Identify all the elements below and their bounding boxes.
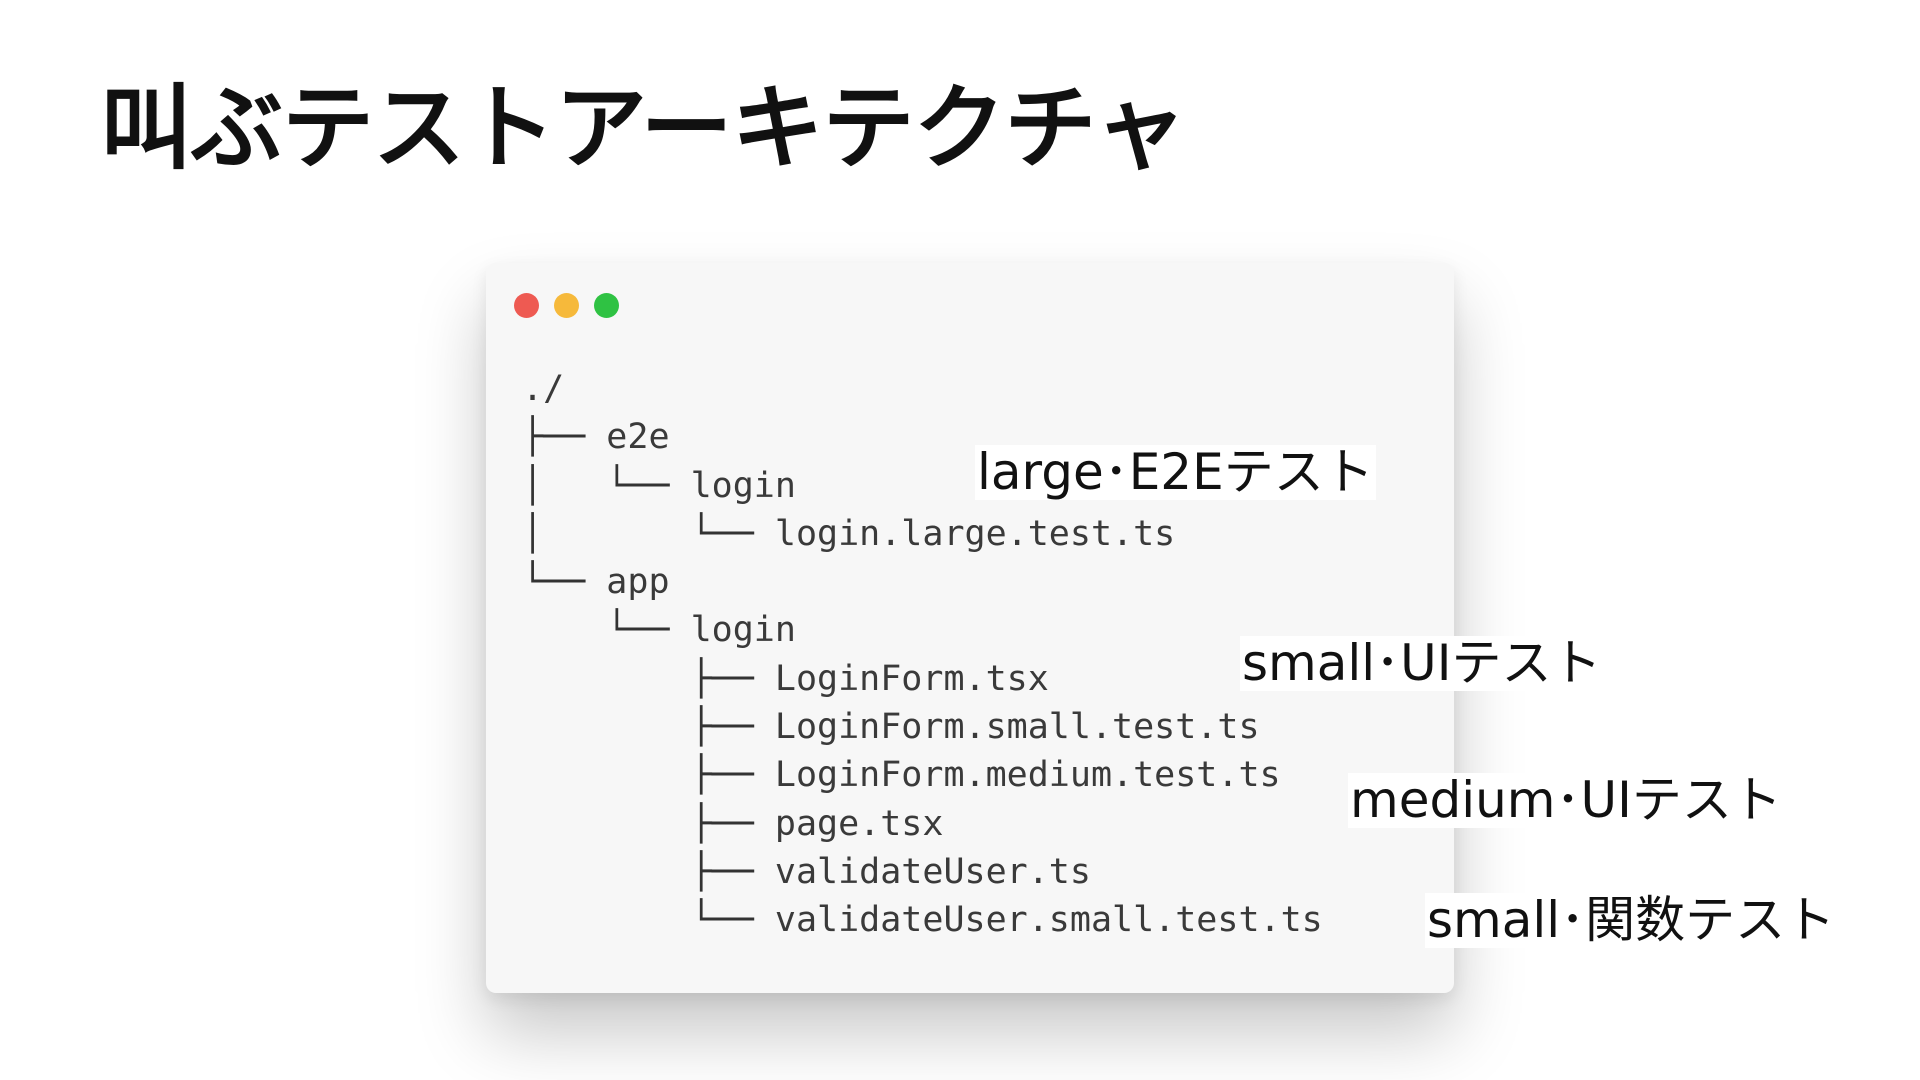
tree-line-app-login: └── login xyxy=(522,606,1323,654)
tree-branch: │ └── xyxy=(522,513,775,554)
tree-line-e2e-login: │ └── login xyxy=(522,462,1323,510)
tree-line-loginform: ├── LoginForm.tsx xyxy=(522,655,1323,703)
tree-item-e2e-folder: e2e xyxy=(606,417,670,458)
tree-branch: └── xyxy=(522,610,691,651)
tree-item-loginform-small-test-file: LoginForm.small.test.ts xyxy=(774,707,1260,748)
tree-item-loginform-medium-test-file: LoginForm.medium.test.ts xyxy=(774,755,1281,796)
tree-item-login-large-test-file: login.large.test.ts xyxy=(774,513,1176,554)
terminal-window: ./ ├── e2e │ └── login │ └── login.large… xyxy=(486,263,1454,993)
label-small-function-test: small･関数テスト xyxy=(1425,891,1838,949)
tree-line-loginform-small-test: ├── LoginForm.small.test.ts xyxy=(522,703,1323,751)
tree-item-validateuser-file: validateUser.ts xyxy=(774,851,1091,892)
file-tree: ./ ├── e2e │ └── login │ └── login.large… xyxy=(522,365,1323,945)
tree-item-validateuser-small-test-file: validateUser.small.test.ts xyxy=(774,900,1323,941)
tree-line-validateuser: ├── validateUser.ts xyxy=(522,848,1323,896)
slide-title: 叫ぶテストアーキテクチャ xyxy=(100,75,1187,182)
tree-branch: └── xyxy=(522,900,775,941)
tree-branch: ├── xyxy=(522,658,775,699)
label-small-ui-test: small･UIテスト xyxy=(1240,634,1604,692)
window-controls xyxy=(514,293,619,318)
tree-branch: └── xyxy=(522,562,607,603)
tree-line-root: ./ xyxy=(522,365,1323,413)
tree-branch: ├── xyxy=(522,851,775,892)
tree-item-loginform-file: LoginForm.tsx xyxy=(774,658,1049,699)
tree-branch: ├── xyxy=(522,417,607,458)
tree-line-login-large-test: │ └── login.large.test.ts xyxy=(522,510,1323,558)
maximize-button[interactable] xyxy=(594,293,619,318)
tree-branch: ├── xyxy=(522,755,775,796)
minimize-button[interactable] xyxy=(554,293,579,318)
tree-branch: ├── xyxy=(522,707,775,748)
label-large-e2e-test: large･E2Eテスト xyxy=(975,443,1376,501)
label-medium-ui-test: medium･UIテスト xyxy=(1348,771,1784,829)
tree-line-validateuser-small-test: └── validateUser.small.test.ts xyxy=(522,896,1323,944)
tree-line-page: ├── page.tsx xyxy=(522,800,1323,848)
close-button[interactable] xyxy=(514,293,539,318)
tree-branch: │ └── xyxy=(522,465,691,506)
tree-item-page-file: page.tsx xyxy=(774,803,944,844)
tree-line-loginform-medium-test: ├── LoginForm.medium.test.ts xyxy=(522,751,1323,799)
tree-branch: ├── xyxy=(522,803,775,844)
tree-item-app-folder: app xyxy=(606,562,670,603)
tree-item-root-folder: ./ xyxy=(522,369,565,409)
tree-line-app: └── app xyxy=(522,558,1323,606)
tree-item-e2e-login-folder: login xyxy=(690,465,796,506)
tree-item-app-login-folder: login xyxy=(690,610,796,651)
tree-line-e2e: ├── e2e xyxy=(522,413,1323,461)
